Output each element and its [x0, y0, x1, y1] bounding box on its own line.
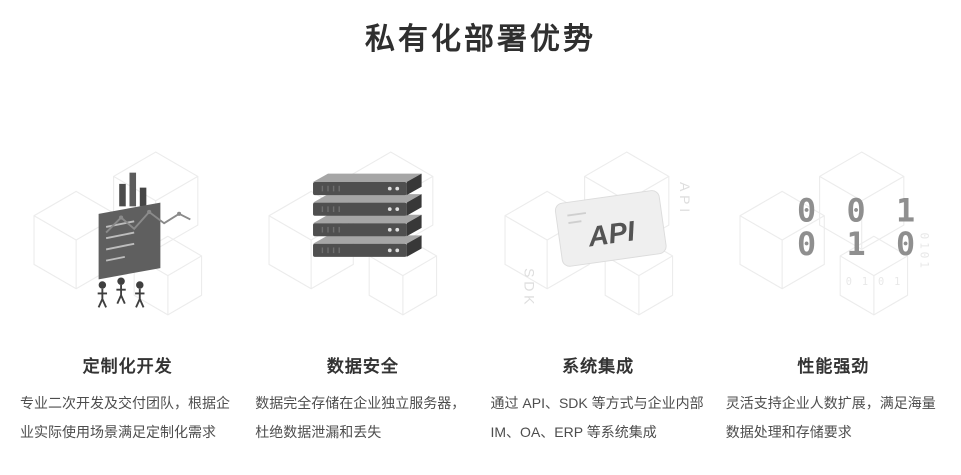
feature-title: 数据安全 — [326, 357, 399, 376]
system-integration-illustration: SDK API API — [491, 120, 706, 332]
feature-system-integration: SDK API API 系统集成 通过 API、SDK 等方式与企业内部 IM、… — [481, 120, 716, 447]
api-card-icon: SDK API API — [503, 151, 693, 316]
binary-digits: 0 0 1 0 1 0 0101 0 1 0 1 — [797, 191, 931, 288]
private-deployment-section: 私有化部署优势 — [0, 14, 961, 475]
binary-line-1: 0 0 1 — [797, 191, 921, 229]
binary-faint-horizontal: 0 1 0 1 — [846, 276, 902, 288]
feature-title: 定制化开发 — [82, 357, 173, 376]
server-stack-icon — [268, 151, 438, 316]
custom-dev-illustration — [20, 120, 235, 332]
feature-performance: 0 0 1 0 1 0 0101 0 1 0 1 性能强劲 灵活支持企业人数扩展… — [716, 120, 951, 447]
feature-description: 通过 API、SDK 等方式与企业内部 IM、OA、ERP 等系统集成 — [490, 395, 704, 440]
api-card-label: API — [585, 215, 638, 253]
feature-custom-dev: 定制化开发 专业二次开发及交付团队，根据企业实际使用场景满足定制化需求 — [10, 120, 245, 447]
feature-title: 性能强劲 — [797, 357, 870, 376]
api-card: API — [554, 190, 667, 267]
binary-digits-icon: 0 0 1 0 1 0 0101 0 1 0 1 — [739, 151, 931, 316]
custom-dev-icon — [33, 151, 203, 316]
feature-description: 专业二次开发及交付团队，根据企业实际使用场景满足定制化需求 — [20, 395, 230, 440]
data-security-illustration — [255, 120, 470, 332]
feature-title: 系统集成 — [562, 357, 635, 376]
binary-line-2: 0 1 0 — [797, 225, 921, 263]
sdk-side-label: SDK — [521, 268, 537, 308]
people-figures — [97, 277, 145, 308]
bar-chart-mini — [119, 172, 147, 207]
server-stack — [313, 173, 422, 257]
features-row: 定制化开发 专业二次开发及交付团队，根据企业实际使用场景满足定制化需求 — [0, 120, 961, 447]
api-side-label: API — [677, 182, 693, 216]
line-chart — [105, 209, 191, 234]
feature-description: 数据完全存储在企业独立服务器，杜绝数据泄漏和丢失 — [255, 395, 466, 440]
feature-description: 灵活支持企业人数扩展，满足海量数据处理和存储要求 — [725, 395, 936, 440]
binary-faint-vertical: 0101 — [917, 233, 930, 271]
performance-illustration: 0 0 1 0 1 0 0101 0 1 0 1 — [726, 120, 941, 332]
dashboard-panel — [98, 202, 161, 280]
feature-data-security: 数据安全 数据完全存储在企业独立服务器，杜绝数据泄漏和丢失 — [245, 120, 480, 447]
page-title: 私有化部署优势 — [365, 22, 596, 57]
